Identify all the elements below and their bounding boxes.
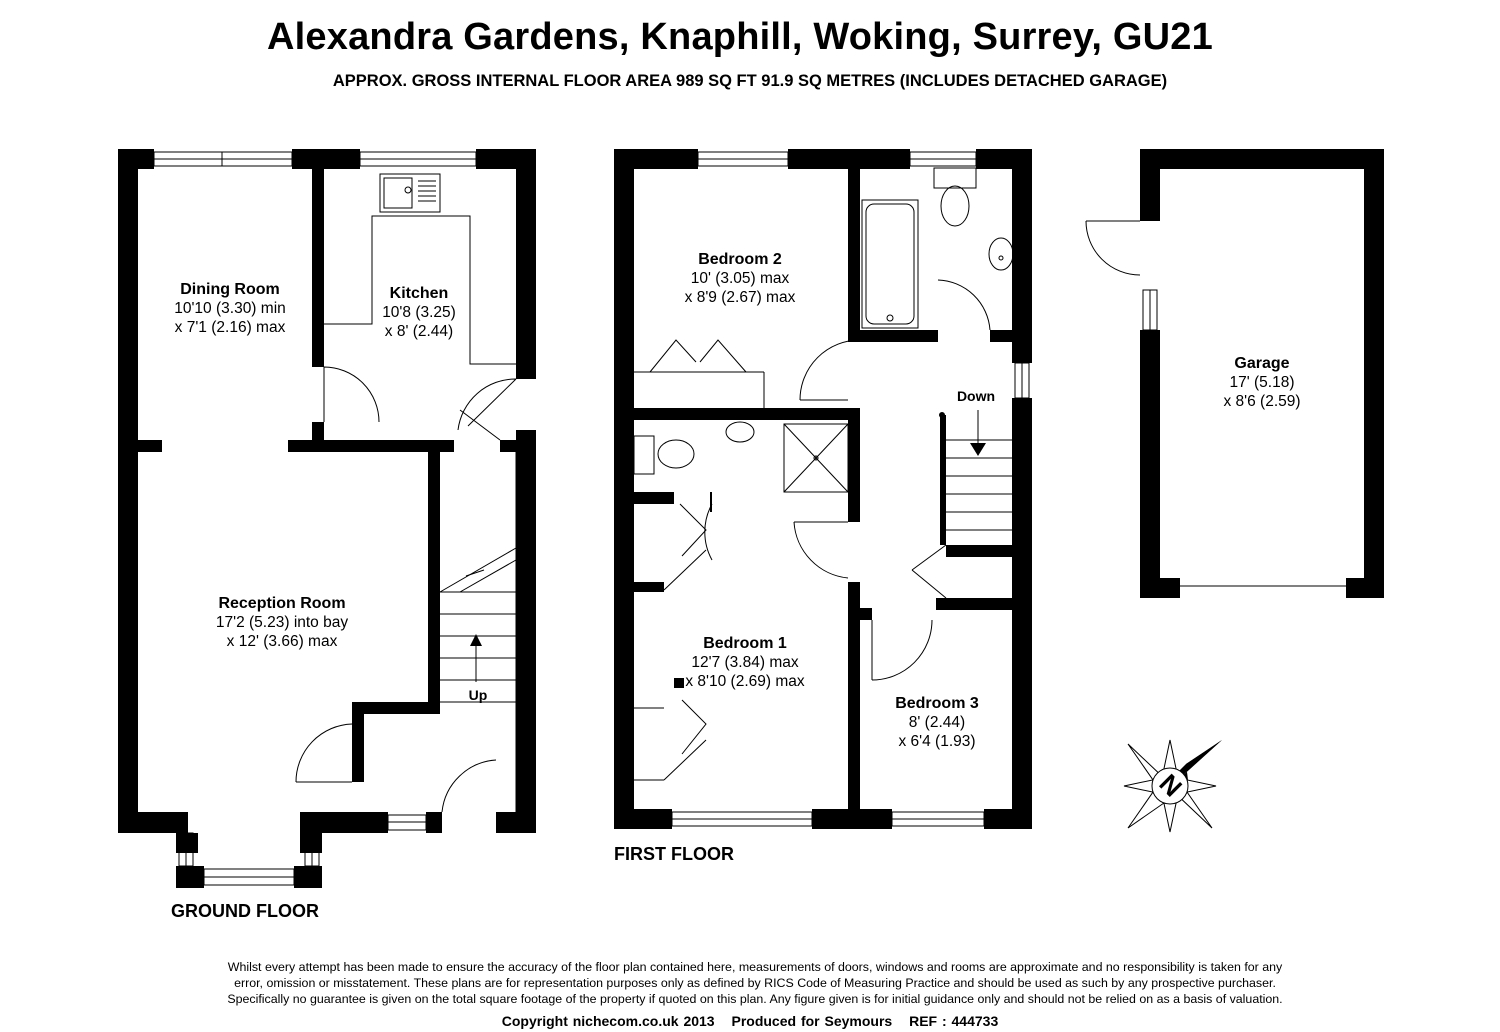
stairs-down-label: Down [956,388,996,404]
room-dimension: x 8' (2.44) [384,323,454,340]
floor-area-subtitle: APPROX. GROSS INTERNAL FLOOR AREA 989 SQ… [332,72,1168,90]
ground-floor-label: GROUND FLOOR [171,901,319,921]
room-dimension: x 7'1 (2.16) max [174,319,286,336]
room-dimension: x 8'9 (2.67) max [684,289,796,306]
ground-floor-walls [118,149,536,888]
room-dimension: 17' (5.18) [1229,374,1295,391]
room-bedroom-3: Bedroom 3 8' (2.44) x 6'4 (1.93) [872,694,1002,751]
room-dimension: x 12' (3.66) max [226,633,338,650]
room-name: Garage [1234,355,1290,372]
room-name: Bedroom 3 [895,695,979,712]
produced-for-text: Produced for Seymours [731,1013,893,1029]
first-floor-label: FIRST FLOOR [614,844,734,864]
disclaimer: Whilst every attempt has been made to en… [160,959,1350,1007]
room-name: Kitchen [389,285,449,302]
garage-walls [1140,149,1384,598]
page-title: Alexandra Gardens, Knaphill, Woking, Sur… [267,16,1213,58]
reference-text: REF : 444733 [909,1013,999,1029]
room-dimension: 12'7 (3.84) max [691,654,799,671]
room-reception: Reception Room 17'2 (5.23) into bay x 12… [162,594,402,651]
copyright-text: Copyright nichecom.co.uk 2013 [501,1013,715,1029]
compass-icon [1123,739,1222,833]
room-name: Reception Room [218,595,346,612]
room-name: Bedroom 2 [698,251,782,268]
room-name: Bedroom 1 [703,635,787,652]
room-dimension: 10'8 (3.25) [382,304,456,321]
room-garage: Garage 17' (5.18) x 8'6 (2.59) [1190,354,1334,411]
stairs-up-arrow-icon [470,634,482,646]
room-dimension: 10' (3.05) max [690,270,790,287]
disclaimer-line: error, omission or misstatement. These p… [234,976,1276,990]
room-dimension: 10'10 (3.30) min [174,300,286,317]
room-bedroom-1: Bedroom 1 12'7 (3.84) max x 8'10 (2.69) … [660,634,830,691]
room-bedroom-2: Bedroom 2 10' (3.05) max x 8'9 (2.67) ma… [650,250,830,307]
disclaimer-line: Whilst every attempt has been made to en… [227,960,1283,974]
room-dimension: x 6'4 (1.93) [898,733,976,750]
room-dimension: 17'2 (5.23) into bay [215,614,349,631]
footer: Copyright nichecom.co.uk 2013 Produced f… [0,1013,1500,1029]
room-dimension: 8' (2.44) [908,714,966,731]
stairs-up-label: Up [468,687,488,703]
disclaimer-line: Specifically no guarantee is given on th… [227,992,1283,1006]
room-dimension: x 8'6 (2.59) [1223,393,1301,410]
first-floor-walls [614,149,1032,829]
room-dining: Dining Room 10'10 (3.30) min x 7'1 (2.16… [130,280,330,337]
stairs-down-arrow-icon [970,443,986,456]
room-dimension: x 8'10 (2.69) max [685,673,805,690]
room-kitchen: Kitchen 10'8 (3.25) x 8' (2.44) [344,284,494,341]
room-name: Dining Room [180,281,280,298]
